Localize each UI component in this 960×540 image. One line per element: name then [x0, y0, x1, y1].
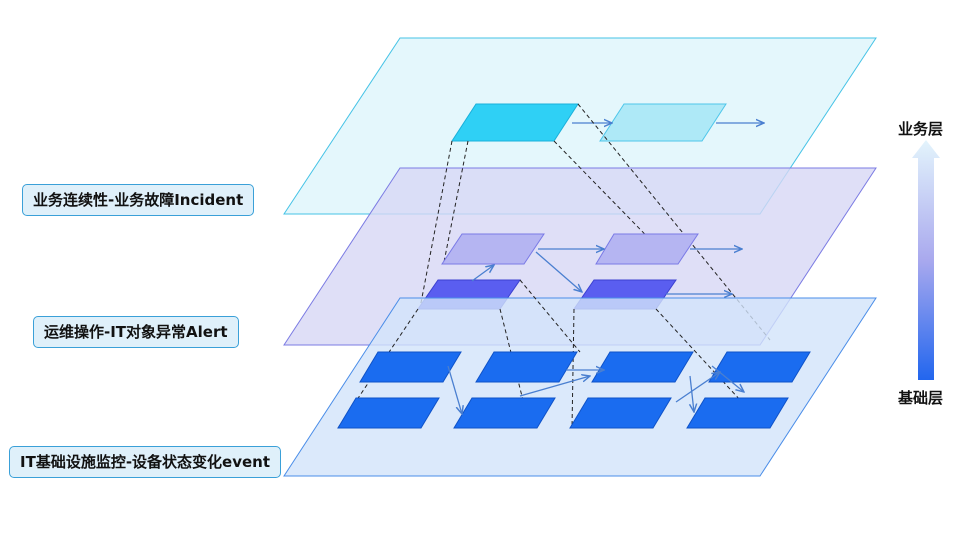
- axis-bottom-label: 基础层: [898, 389, 944, 407]
- infra-node-3: [591, 351, 694, 383]
- ops-node-2: [595, 233, 699, 265]
- infra-node-5: [337, 397, 440, 429]
- ops-arrow-3: [535, 251, 582, 292]
- axis-top-label: 业务层: [898, 120, 944, 138]
- infra-layer-label: IT基础设施监控-设备状态变化event: [9, 446, 282, 478]
- business-node-2: [599, 103, 727, 142]
- infra-node-8: [686, 397, 789, 429]
- infra-arrows: [447, 365, 744, 414]
- ops-layer-label: 运维操作-IT对象异常Alert: [33, 316, 239, 348]
- ops-node-1: [441, 233, 545, 265]
- ops-arrow-4: [471, 265, 494, 282]
- infra-node-4: [708, 351, 811, 383]
- infra-node-1: [359, 351, 462, 383]
- infra-node-6: [453, 397, 556, 429]
- business-layer-label: 业务连续性-业务故障Incident: [22, 184, 255, 216]
- layer-axis-arrow: [912, 140, 940, 380]
- infra-layer-plane: [283, 297, 877, 477]
- infra-node-7: [569, 397, 672, 429]
- infra-node-2: [475, 351, 578, 383]
